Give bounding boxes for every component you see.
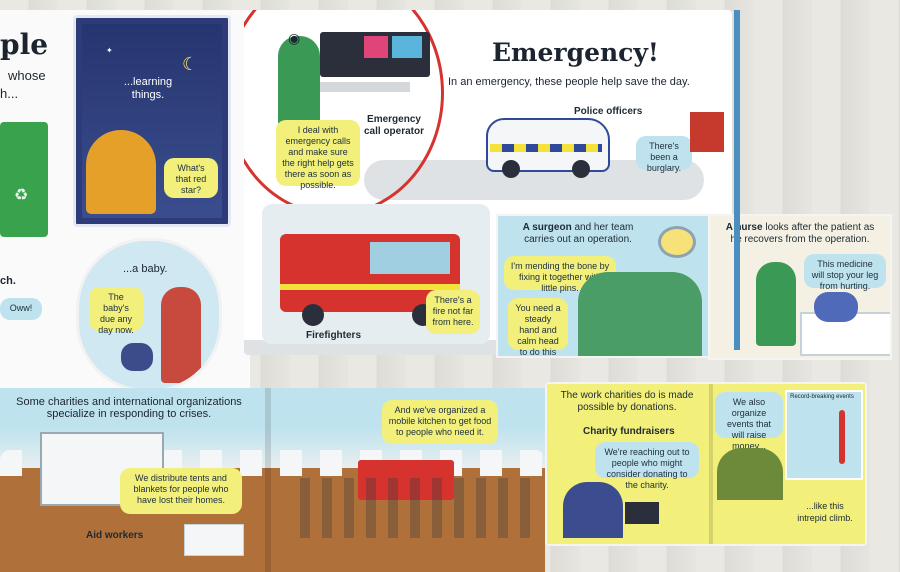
charities-strip: Some charities and international organiz… [0, 388, 545, 572]
police-label: Police officers [574, 106, 643, 117]
pregnant-woman-illustration [161, 287, 201, 383]
baby-flap[interactable]: ...a baby. The baby's due any day now. [76, 238, 222, 392]
baby-due-bubble: The baby's due any day now. [89, 287, 143, 335]
fire-engine-stripe [280, 284, 460, 290]
nurse-illustration [756, 262, 796, 346]
star-icon: ✦ [106, 46, 113, 55]
fire-wheel-front [302, 304, 324, 326]
baby-label: ...a baby. [123, 263, 168, 275]
surgical-lamp [658, 226, 696, 258]
fundraisers-bubble-2: We also organize events that will raise … [715, 392, 783, 451]
oww-bubble: Oww! [0, 298, 42, 320]
baby-car-seat [121, 343, 153, 371]
nurse-heading-bold: A nurse [725, 222, 763, 233]
kitchen-crowd [300, 478, 530, 538]
laptop [625, 502, 659, 524]
emergency-subtitle: In an emergency, these people help save … [448, 76, 690, 88]
nurse-heading: A nurse looks after the patient as he re… [720, 222, 880, 246]
aid-workers-label: Aid workers [86, 530, 144, 541]
screen-pink [364, 36, 388, 58]
fire-bubble: There's a fire not far from here. [426, 290, 480, 334]
child-looking-at-stars [86, 130, 156, 214]
call-operator-bubble: I deal with emergency calls and make sur… [276, 120, 360, 190]
screen-blue [392, 36, 422, 58]
call-operator-scene: ◉ I deal with emergency calls and make s… [252, 22, 442, 192]
police-flap[interactable]: Police officers There's been a burglary. [450, 100, 702, 188]
tents-bubble: We distribute tents and blankets for peo… [120, 468, 242, 514]
mobile-kitchen-stalls [358, 460, 454, 500]
record-events-label: Record-breaking events [790, 394, 854, 400]
surgery-panel: A surgeon and her team carries out an op… [496, 214, 710, 358]
firefighters-label: Firefighters [306, 330, 362, 341]
recycling-bin-illustration [0, 122, 48, 237]
left-subtitle-fragment-1: whose [8, 68, 46, 83]
call-operator-label: Emergency call operator [363, 114, 425, 137]
patient-illustration [814, 292, 858, 322]
book-edge [734, 10, 740, 350]
star-question-bubble: What's that red star? [164, 158, 218, 198]
learning-flap[interactable]: ☾ ✦ ...learning things. What's that red … [73, 15, 231, 227]
thermometer-icon [839, 410, 845, 464]
fundraisers-intro: The work charities do is made possible b… [560, 390, 694, 413]
left-title-fragment: ple [0, 28, 49, 61]
police-car-stripe [490, 144, 602, 152]
charities-intro: Some charities and international organiz… [16, 396, 242, 420]
blanket-stack [184, 524, 244, 556]
left-subtitle-fragment-2: h... [0, 86, 19, 101]
fundraisers-label: Charity fundraisers [583, 426, 675, 437]
surgeons-illustration [578, 272, 702, 356]
fundraisers-panel: The work charities do is made possible b… [545, 382, 867, 546]
kitchen-bubble: And we've organized a mobile kitchen to … [382, 400, 498, 444]
record-events-board [785, 390, 863, 480]
page-gutter [265, 388, 271, 572]
firefighters-flap[interactable]: Firefighters There's a fire not far from… [262, 204, 490, 344]
learning-label: ...learning things. [123, 76, 173, 101]
recycle-icon: ♻ [14, 187, 29, 204]
headset-icon: ◉ [288, 30, 301, 46]
fragment-ch: ch. [0, 275, 16, 287]
fundraisers-bubble-1: We're reaching out to people who might c… [595, 442, 699, 490]
police-bubble: There's been a burglary. [636, 136, 692, 173]
page-gutter-right [709, 384, 713, 544]
operator-desk [280, 82, 410, 92]
red-house [690, 112, 724, 152]
nurse-heading-rest: looks after the patient as he recovers f… [730, 222, 875, 245]
surgery-heading-bold: A surgeon [522, 222, 572, 233]
fundraiser-at-desk [563, 482, 623, 538]
event-people [717, 448, 783, 500]
police-wheel-front [502, 160, 520, 178]
climb-label: ...like this intrepid climb. [797, 501, 853, 523]
moon-icon: ☾ [182, 54, 199, 74]
police-wheel-back [572, 160, 590, 178]
nurse-bubble: This medicine will stop your leg from hu… [804, 254, 886, 291]
operator-person [278, 36, 320, 126]
emergency-title: Emergency! [492, 38, 659, 67]
surgery-heading: A surgeon and her team carries out an op… [508, 222, 648, 246]
surgery-bubble-2: You need a steady hand and calm head to … [508, 298, 568, 356]
fire-engine-window [370, 242, 450, 274]
surgery-heading-rest: and her team carries out an operation. [524, 222, 634, 245]
